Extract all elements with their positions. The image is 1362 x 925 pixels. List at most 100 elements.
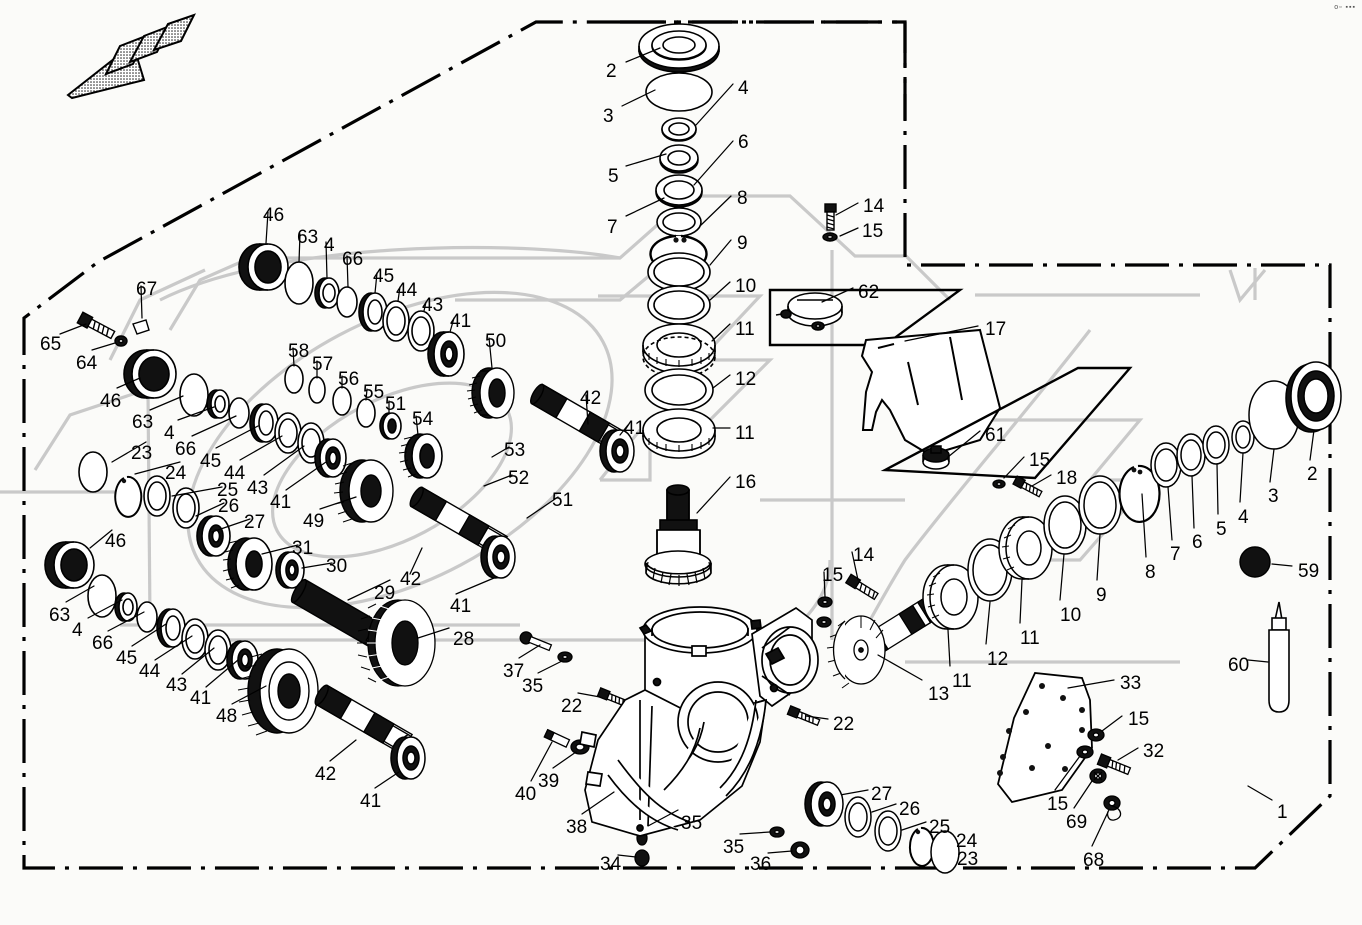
- callout-number: 45: [200, 451, 222, 472]
- callout-number: 15: [1128, 709, 1150, 730]
- callout-number: 8: [737, 188, 748, 209]
- callout-number: 43: [247, 478, 269, 499]
- part-62-clamp: [775, 292, 843, 331]
- callout-number: 67: [136, 279, 158, 300]
- callout-number: 33: [1120, 673, 1142, 694]
- callout-number: 4: [1238, 507, 1249, 528]
- part-40-pin: [543, 728, 571, 748]
- part-61-plug: [922, 445, 950, 470]
- callout-number: 46: [105, 531, 127, 552]
- callout-number: 39: [538, 771, 560, 792]
- callout-number: 46: [100, 391, 122, 412]
- callout-number: 36: [750, 854, 772, 875]
- callout-number: 65: [40, 334, 62, 355]
- part-37-pin: [519, 631, 553, 652]
- callout-number: 6: [738, 132, 749, 153]
- callout-number: 28: [453, 629, 475, 650]
- callout-number: 2: [1307, 464, 1318, 485]
- part-16-pinion: [644, 484, 712, 586]
- part-11-bearing-lower: [642, 408, 716, 459]
- callout-number: 25: [929, 817, 951, 838]
- callout-number: 25: [217, 480, 239, 501]
- callout-number: 63: [49, 605, 71, 626]
- callout-number: 4: [164, 423, 175, 444]
- part-60-tube: [1268, 601, 1290, 713]
- row-c-rings: [284, 364, 443, 479]
- callout-number: 6: [1192, 532, 1203, 553]
- callout-number: 12: [735, 369, 757, 390]
- callout-number: 68: [1083, 850, 1105, 871]
- part-41-bearing-a: [599, 429, 635, 473]
- callout-number: 52: [508, 468, 530, 489]
- row-e-rings: [87, 574, 259, 680]
- fastener-65-64-67: [76, 311, 150, 347]
- part-36-plug: [790, 841, 810, 859]
- callout-number: 55: [363, 382, 385, 403]
- part-9-ring: [647, 252, 711, 292]
- callout-number: 66: [175, 439, 197, 460]
- callout-number: 40: [515, 784, 537, 805]
- callout-number: 18: [1056, 468, 1078, 489]
- callout-number: 51: [552, 490, 574, 511]
- callout-number: 24: [956, 831, 978, 852]
- fasteners-37-35-40-39: [519, 616, 832, 867]
- part-17-shield: [860, 328, 1002, 457]
- callout-number: 29: [374, 583, 396, 604]
- callout-number: 32: [1143, 741, 1165, 762]
- callout-number: 3: [603, 106, 614, 127]
- callout-number: 61: [985, 425, 1007, 446]
- callout-number: 4: [72, 620, 83, 641]
- callout-number: 9: [1096, 585, 1107, 606]
- callout-number: 14: [863, 196, 885, 217]
- callout-number: 5: [1216, 519, 1227, 540]
- callout-number: 16: [735, 472, 757, 493]
- callout-number: 44: [224, 463, 246, 484]
- part-7-ring: [656, 207, 702, 237]
- callout-number: 5: [608, 166, 619, 187]
- callout-number: 48: [216, 706, 238, 727]
- part-10-ring: [647, 285, 711, 325]
- callout-number: 56: [338, 369, 360, 390]
- callout-number: 49: [303, 511, 325, 532]
- callout-number: 60: [1228, 655, 1250, 676]
- part-59-plug: [1239, 546, 1271, 578]
- callout-number: 42: [315, 764, 337, 785]
- callout-number: 42: [400, 569, 422, 590]
- callout-number: 23: [957, 849, 979, 870]
- callout-number: 4: [324, 235, 335, 256]
- top-shaft-stack: [638, 23, 720, 586]
- part-6-ring: [655, 174, 703, 208]
- part-24-snapring: [114, 475, 143, 518]
- callout-number: 12: [987, 649, 1009, 670]
- callout-number: 35: [681, 813, 703, 834]
- part-28-bevel-gear: [357, 599, 436, 687]
- callout-number: 41: [450, 596, 472, 617]
- part-35-washer-b: [769, 826, 785, 838]
- callout-number: 31: [292, 538, 314, 559]
- diagram-border-main: [22, 20, 1332, 870]
- callout-number: 22: [561, 696, 583, 717]
- row-b-rings: [179, 373, 347, 478]
- callout-number: 38: [566, 817, 588, 838]
- callout-number: 1: [1277, 802, 1288, 823]
- part-2-seal: [638, 23, 720, 73]
- callout-number: 41: [624, 418, 646, 439]
- part-46-seal-left-upper: [123, 349, 177, 399]
- right-lower-rings: [804, 781, 960, 874]
- callout-number: 43: [422, 295, 444, 316]
- callout-number: 23: [131, 443, 153, 464]
- callout-number: 15: [1047, 794, 1069, 815]
- callout-number: 27: [244, 512, 266, 533]
- callout-number: 41: [270, 492, 292, 513]
- part-48-gear: [237, 648, 319, 736]
- callout-number: 54: [412, 409, 434, 430]
- callout-number: 41: [190, 688, 212, 709]
- part-49-gear: [333, 459, 394, 523]
- watermark: [0, 194, 1267, 670]
- callout-number: 15: [822, 565, 844, 586]
- fastener-15-18: [992, 475, 1043, 498]
- callout-number: 57: [312, 354, 334, 375]
- part-46-seal-top: [238, 243, 289, 291]
- callout-number: 45: [373, 266, 395, 287]
